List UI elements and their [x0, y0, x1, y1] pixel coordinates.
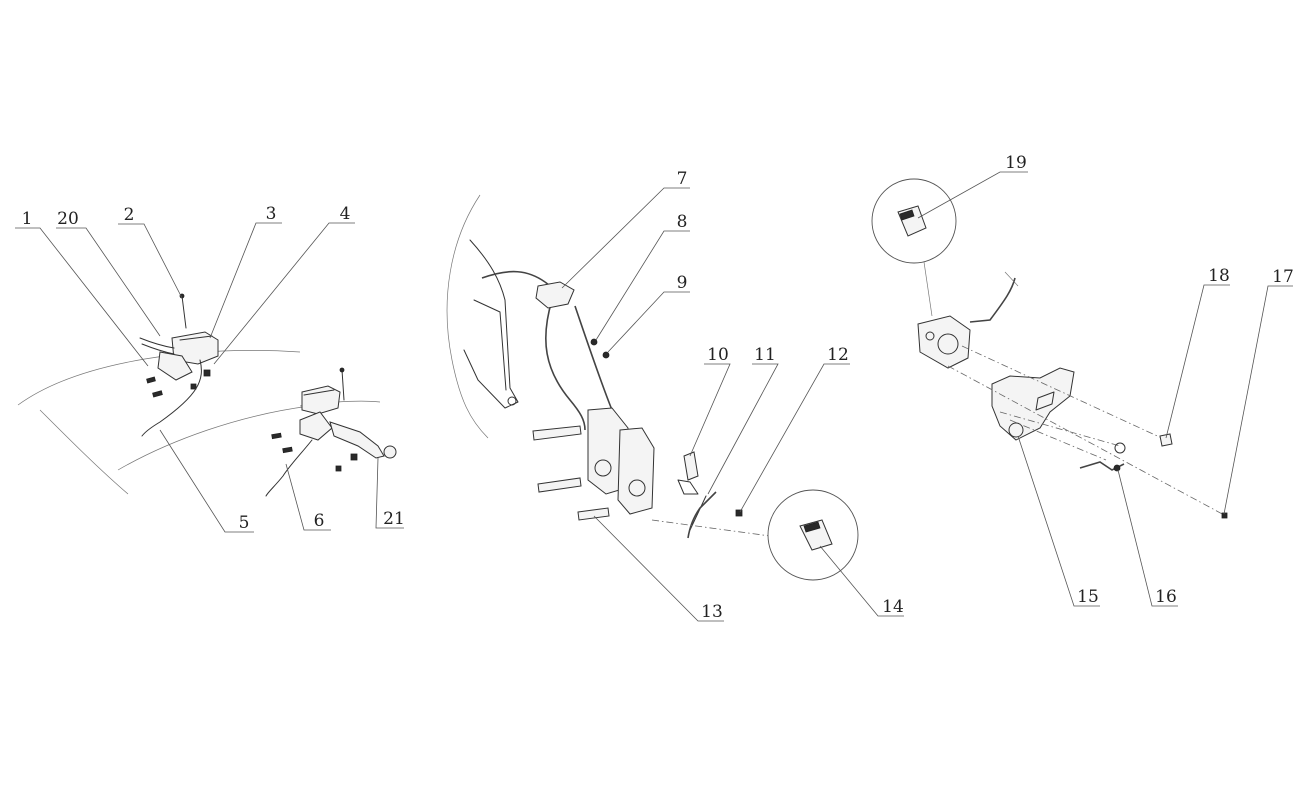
callout-21: 21: [383, 509, 405, 529]
bolt-17: [1221, 512, 1228, 519]
nut-12: [735, 509, 743, 517]
callout-14: 14: [882, 597, 904, 617]
handlebar-arc-upper: [17, 350, 301, 406]
callout-5: 5: [239, 513, 250, 533]
bolt-9: [602, 351, 610, 359]
right-master-cylinder: [265, 367, 397, 497]
callout-7: 7: [677, 169, 688, 189]
callout-13: 13: [701, 602, 723, 622]
bolt-13: [577, 507, 610, 521]
callout-layer: 1 20 2 3 4 5 6 21 7 8 9 10 11: [15, 153, 1293, 622]
hose-5: [141, 359, 202, 437]
screw-2: [181, 295, 187, 329]
hose-6: [265, 439, 313, 497]
caliper-bracket-15: [991, 367, 1075, 441]
callout-18: 18: [1208, 266, 1230, 286]
left-master-cylinder: [139, 293, 219, 437]
front-caliper-assembly: [446, 194, 859, 581]
washer-8: [590, 338, 598, 346]
nut-18: [1159, 433, 1173, 447]
callout-19: 19: [1005, 153, 1027, 173]
callout-11: 11: [754, 345, 776, 365]
bracket-10: [683, 451, 699, 481]
rear-caliper-assembly: [871, 178, 1228, 519]
callout-1: 1: [22, 209, 33, 229]
bolt-upper: [532, 425, 582, 441]
handlebar-arc-right: [117, 405, 311, 471]
callout-16: 16: [1155, 587, 1177, 607]
callout-6: 6: [314, 511, 325, 531]
callout-9: 9: [677, 273, 688, 293]
callout-12: 12: [827, 345, 849, 365]
hose-clamp-16: [1113, 464, 1121, 472]
bolt-lower: [537, 477, 582, 493]
callout-17: 17: [1272, 267, 1293, 287]
callout-8: 8: [677, 212, 688, 232]
callout-3: 3: [266, 204, 277, 224]
callout-2: 2: [124, 205, 135, 225]
rear-caliper: [917, 315, 971, 369]
screw-right-top: [341, 369, 345, 401]
callout-15: 15: [1077, 587, 1099, 607]
fork-outline: [446, 194, 489, 439]
callout-4: 4: [340, 204, 351, 224]
callout-10: 10: [707, 345, 729, 365]
callout-20: 20: [57, 209, 79, 229]
handlebar-arc-lower: [39, 409, 129, 495]
handlebar-brake-assembly: [17, 293, 397, 497]
